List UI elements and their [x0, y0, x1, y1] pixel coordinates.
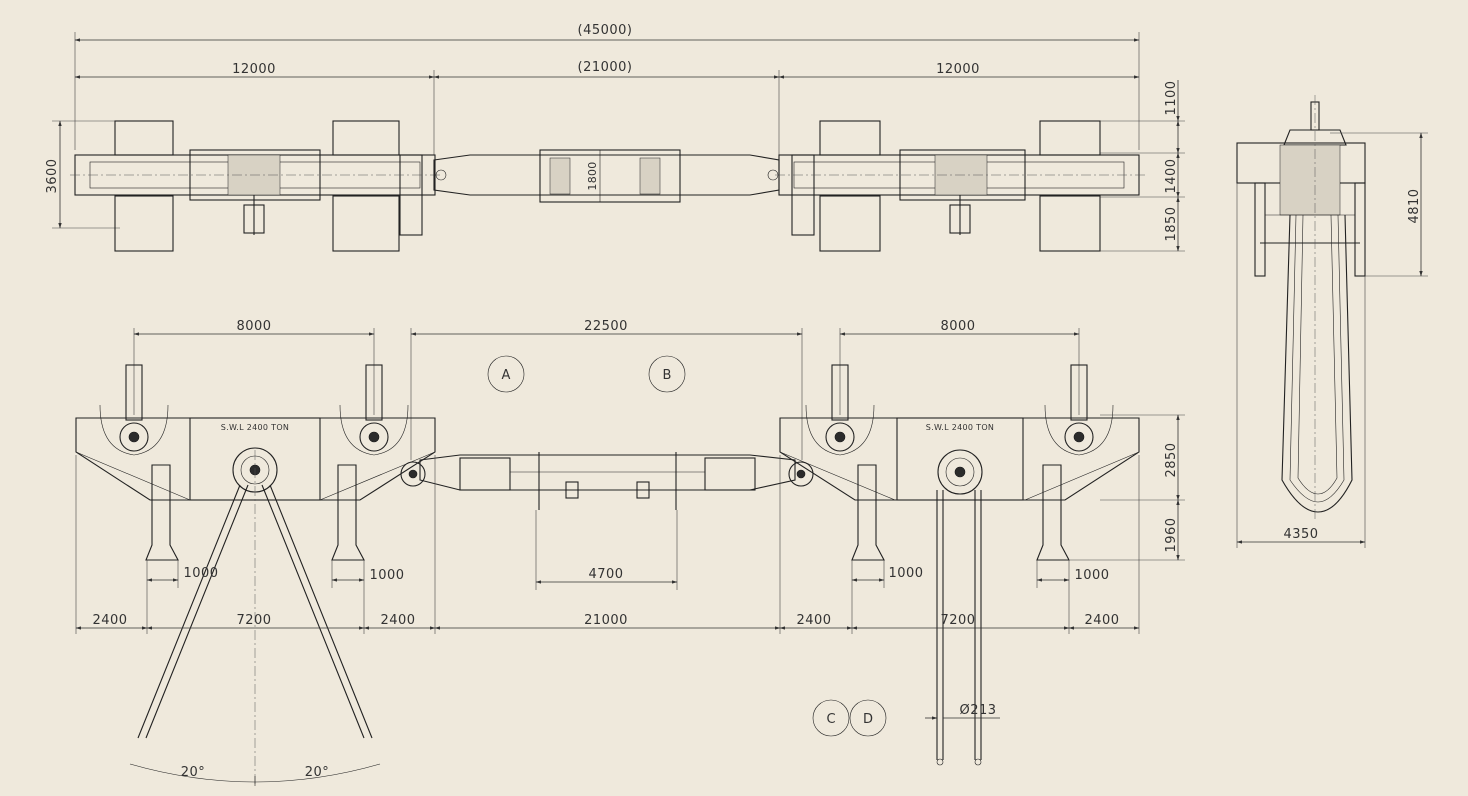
plan-right-length: 12000 [936, 62, 980, 77]
plan-left-crane [70, 120, 440, 252]
callout-d: D [849, 699, 887, 737]
side-centre-span: 22500 [584, 319, 628, 334]
side-height-upper: 2850 [1164, 442, 1179, 477]
side-right-inner-foot: 1000 [1074, 568, 1109, 583]
callout-c: C [812, 699, 850, 737]
side-bottom-dim-7: 2400 [1084, 613, 1119, 628]
plan-view: (45000) 12000 (21000) 12000 3600 [45, 23, 1185, 252]
plan-overall-length: (45000) [578, 23, 633, 38]
side-right-swl: S.W.L 2400 TON [926, 423, 994, 432]
side-left-inner-foot: 1000 [369, 568, 404, 583]
plan-beam-depth: 1800 [586, 161, 599, 190]
side-angle-left: 20° [181, 765, 206, 780]
side-right-slings: Ø213 [925, 490, 1000, 766]
plan-height-bottom: 1850 [1164, 206, 1179, 241]
side-view: 8000 22500 8000 A B S.W.L 2400 TON [75, 319, 1185, 786]
plan-segment-dimensions: 12000 (21000) 12000 [74, 60, 1140, 155]
side-bottom-dim-5: 2400 [796, 613, 831, 628]
callout-c-label: C [826, 712, 835, 727]
side-height-dimensions: 2850 1960 [1070, 414, 1185, 561]
side-top-dimensions: 8000 22500 8000 [133, 319, 1080, 460]
callout-d-label: D [863, 712, 873, 727]
plan-width-dimension: 3600 [45, 120, 120, 229]
side-right-foot: 1000 [888, 566, 923, 581]
side-angle-right: 20° [305, 765, 330, 780]
side-foot-dimensions: 1000 1000 1000 1000 [146, 560, 1109, 588]
end-height: 4810 [1407, 188, 1422, 223]
plan-width-left: 3600 [45, 158, 60, 193]
side-bottom-dimensions: 2400 7200 2400 21000 2400 7200 2400 [75, 455, 1140, 634]
end-width: 4350 [1283, 527, 1318, 542]
side-height-lower: 1960 [1164, 517, 1179, 552]
side-right-crane: S.W.L 2400 TON [779, 364, 1140, 561]
callout-b-label: B [663, 368, 672, 383]
end-height-dimension: 4810 [1330, 132, 1428, 277]
plan-centre-span: (21000) [578, 60, 633, 75]
side-left-foot: 1000 [183, 566, 218, 581]
plan-centre-beam: 1800 [433, 149, 780, 203]
plan-left-length: 12000 [232, 62, 276, 77]
side-bottom-dim-2: 7200 [236, 613, 271, 628]
side-bottom-dim-1: 2400 [92, 613, 127, 628]
end-width-dimension: 4350 [1236, 183, 1366, 548]
plan-height-mid: 1400 [1164, 158, 1179, 193]
callout-a-label: A [502, 368, 511, 383]
end-view: 4810 4350 [1236, 95, 1428, 548]
side-diameter: Ø213 [959, 703, 996, 718]
side-centre-beam: 4700 [400, 452, 814, 590]
callout-a: A [487, 355, 525, 393]
side-left-crane: S.W.L 2400 TON [75, 364, 436, 561]
callout-b: B [648, 355, 686, 393]
plan-height-top: 1100 [1164, 80, 1179, 115]
side-bottom-dim-4: 21000 [584, 613, 628, 628]
plan-height-dimensions: 1100 1400 1850 [1100, 80, 1185, 252]
side-bottom-dim-6: 7200 [940, 613, 975, 628]
side-bottom-dim-3: 2400 [380, 613, 415, 628]
side-right-span: 8000 [940, 319, 975, 334]
side-left-span: 8000 [236, 319, 271, 334]
side-left-swl: S.W.L 2400 TON [221, 423, 289, 432]
plan-right-crane [775, 120, 1145, 252]
side-left-slings: 20° 20° [129, 450, 381, 786]
plan-overall-dimension: (45000) [74, 23, 1140, 150]
side-lug-spacing: 4700 [588, 567, 623, 582]
